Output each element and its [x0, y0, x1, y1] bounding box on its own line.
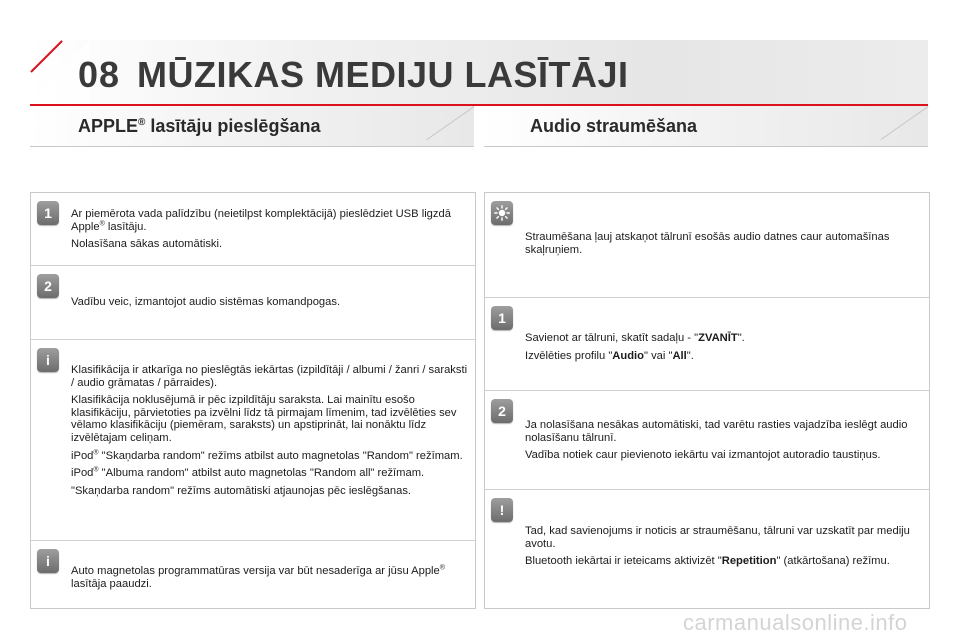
step-1-badge: 1	[491, 306, 513, 330]
item-text: Ar piemērota vada palīdzību (neietilpst …	[71, 208, 471, 256]
left-section-heading-band	[30, 106, 475, 147]
paragraph: "Skaņdarba random" režīms automātiski at…	[71, 484, 412, 497]
list-item: 1 Ar piemērota vada palīdzību (neietilps…	[31, 193, 475, 265]
list-item: i Auto magnetolas programmatūras versija…	[31, 540, 475, 609]
list-item: Straumēšana ļauj atskaņot tālrunī esošās…	[485, 193, 929, 297]
paragraph: Ja nolasīšana nesākas automātiski, tad v…	[525, 419, 908, 444]
item-text: Tad, kad savienojums ir noticis ar strau…	[525, 525, 925, 573]
watermark: carmanualsonline.info	[683, 610, 908, 635]
list-item: 2 Vadību veic, izmantojot audio sistēmas…	[31, 265, 475, 340]
lightbulb-icon	[491, 201, 513, 225]
paragraph: Vadība notiek caur pievienoto iekārtu va…	[525, 449, 881, 462]
item-text: Savienot ar tālruni, skatīt sadaļu - "ZV…	[525, 332, 925, 367]
paragraph: Klasifikācija noklusējumā ir pēc izpildī…	[71, 394, 457, 444]
paragraph: Izvēlēties profilu "Audio" vai "All".	[525, 349, 694, 362]
chapter-number: 08	[78, 54, 121, 95]
list-item: ! Tad, kad savienojums ir noticis ar str…	[485, 489, 929, 609]
right-column: Straumēšana ļauj atskaņot tālrunī esošās…	[484, 192, 930, 609]
paragraph: Auto magnetolas programmatūras versija v…	[71, 564, 445, 590]
list-item: i Klasifikācija ir atkarīga no pieslēgtā…	[31, 339, 475, 541]
right-section-title: Audio straumēšana	[530, 116, 698, 136]
paragraph: Savienot ar tālruni, skatīt sadaļu - "ZV…	[525, 332, 745, 344]
paragraph: Ar piemērota vada palīdzību (neietilpst …	[71, 208, 451, 233]
chapter-title: MŪZIKAS MEDIJU LASĪTĀJI	[137, 54, 629, 95]
step-1-badge: 1	[37, 201, 59, 225]
list-item: 2 Ja nolasīšana nesākas automātiski, tad…	[485, 390, 929, 490]
chapter-header-band	[30, 40, 928, 106]
paragraph: Straumēšana ļauj atskaņot tālrunī esošās…	[525, 231, 890, 256]
left-section-title: APPLE® lasītāju pieslēgšana	[78, 116, 321, 136]
item-text: Straumēšana ļauj atskaņot tālrunī esošās…	[525, 231, 925, 261]
paragraph: Klasifikācija ir atkarīga no pieslēgtās …	[71, 364, 468, 389]
paragraph: Tad, kad savienojums ir noticis ar strau…	[525, 525, 910, 550]
info-icon: i	[37, 549, 59, 573]
left-column: 1 Ar piemērota vada palīdzību (neietilps…	[30, 192, 476, 609]
step-2-badge: 2	[491, 399, 513, 423]
paragraph: Vadību veic, izmantojot audio sistēmas k…	[71, 296, 341, 308]
item-text: Ja nolasīšana nesākas automātiski, tad v…	[525, 419, 925, 467]
item-text: Klasifikācija ir atkarīga no pieslēgtās …	[71, 364, 471, 502]
item-text: Auto magnetolas programmatūras versija v…	[71, 564, 471, 595]
paragraph: iPod® "Albuma random" atbilst auto magne…	[71, 466, 425, 480]
list-item: 1 Savienot ar tālruni, skatīt sadaļu - "…	[485, 297, 929, 391]
step-2-badge: 2	[37, 274, 59, 298]
item-text: Vadību veic, izmantojot audio sistēmas k…	[71, 296, 471, 314]
warning-icon: !	[491, 498, 513, 522]
info-icon: i	[37, 348, 59, 372]
paragraph: iPod® "Skaņdarba random" režīms atbilst …	[71, 448, 463, 462]
paragraph: Nolasīšana sākas automātiski.	[71, 238, 223, 251]
right-section-heading-band	[484, 106, 929, 147]
paragraph: Bluetooth iekārtai ir ieteicams aktivizē…	[525, 555, 890, 568]
